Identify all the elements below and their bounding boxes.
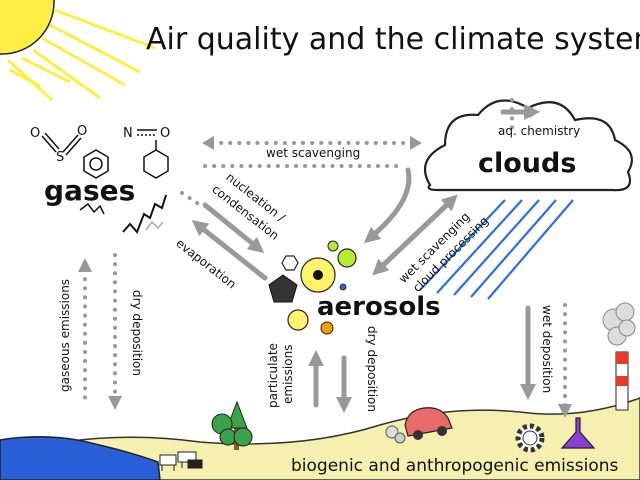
atom-s: S [56,150,65,165]
dotted-arrows [83,98,567,412]
trees-icon [211,400,253,450]
wet-deposition-label: wet deposition [540,305,554,394]
car-icon [385,407,453,444]
livestock-icon [159,451,203,471]
diagram-title: Air quality and the climate system [146,22,640,57]
small-chain-icon [145,220,164,231]
dry-deposition-mid-label: dry deposition [365,326,379,412]
sun-icon [0,0,156,102]
alkane-chain-icon [122,194,167,234]
toluene-icon [143,140,169,179]
benzene-ring-icon [83,149,109,179]
cloud-shape [423,99,633,192]
atom-n: N [123,126,133,141]
gases-label: gases [44,174,136,207]
hexagon-particle [281,255,299,271]
dotted-arrowheads [78,106,572,418]
emissions-label: emissions [281,344,295,404]
zigzag-molecule-icon [79,202,105,215]
rain-lines [419,199,574,300]
dry-deposition-left-label: dry deposition [130,290,144,376]
yellow-particle [287,309,309,331]
smokestack-icon [602,302,636,411]
orange-particle [320,321,334,335]
water-body [0,436,161,480]
blue-particle [339,283,347,291]
green-particle-large [337,248,357,268]
aerosols-label: aerosols [317,292,441,322]
no-molecule-icon [137,129,157,136]
atom-o2: O [77,124,88,139]
so2-molecule-icon [41,132,82,156]
process-arrows [191,103,541,414]
green-particle-small [327,240,339,252]
gaseous-emissions-label: gaseous emissions [58,278,72,392]
ground-emissions-label: biogenic and anthropogenic emissions [291,456,619,476]
atom-o3: O [160,126,171,141]
atom-o1: O [30,126,41,141]
aerosol-particles [268,240,357,335]
pentagon-particle [268,274,298,303]
particulate-label: particulate [266,343,280,408]
gear-icon [515,423,545,453]
clouds-label: clouds [478,148,577,179]
aq-chemistry-label: aq. chemistry [498,124,581,138]
flask-icon [560,417,596,449]
wet-scavenging-top-label: wet scavenging [266,146,361,160]
